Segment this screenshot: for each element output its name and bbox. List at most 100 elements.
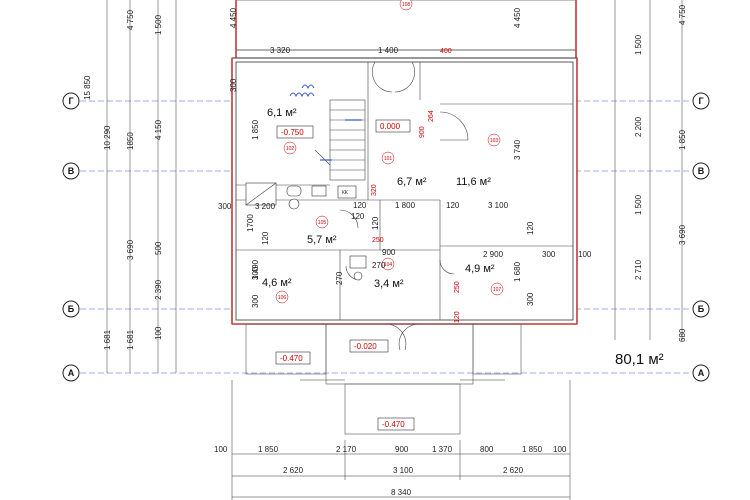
dim-left-2: 4 750 [126,9,135,30]
axis-label-right-g: Г [698,96,703,106]
room-103-id: 103 [490,138,499,144]
axis-label-right-b: Б [698,304,705,314]
dim-right-7: 3 690 [678,224,687,245]
room-106-id: 106 [278,295,287,301]
room-104-area: 3,4 м² [374,278,404,290]
room-102-level: -0.750 [281,128,304,137]
dim-right-1: 4 450 [513,7,522,28]
dim-bottom-r1-0: 100 [214,445,228,454]
dim-inner-15: 270 [335,271,344,285]
axis-label-left-v: В [68,166,75,176]
dim-inner-red-1: 900 [419,126,426,138]
dim-left-1: 10 290 [103,125,112,150]
dim-left-14: 1 681 [103,329,112,350]
room-103-area: 11,6 м² [456,176,491,188]
axis-label-right-v: В [698,166,705,176]
dim-inner-2: 400 [440,48,452,55]
dim-inner-14: 270 [372,261,386,270]
dim-inner-10: 900 [382,248,396,257]
room-102-area: 6,1 м² [267,107,297,119]
dim-inner-red-2: 320 [371,184,378,196]
dim-inner-6: 3 100 [488,201,509,210]
dim-bottom-r1-3: 900 [395,445,409,454]
dim-left-10: 3 690 [126,239,135,260]
dim-inner-20: 300 [218,202,232,211]
level-box-101 [375,119,411,133]
dim-bottom-r1-5: 800 [480,445,494,454]
dim-right-5: 1 850 [678,129,687,150]
dim-inner-red-3: 250 [372,237,384,244]
room-105-id: 105 [318,220,327,226]
axis-marker-a: А А [62,364,710,382]
room-108-id: 108 [402,2,411,8]
dim-left-7: 4 150 [154,119,163,140]
dim-right-10: 680 [678,328,687,342]
dim-left-3: 1 500 [154,14,163,35]
room-101-id: 101 [384,156,393,162]
dim-inner-red-4: 250 [454,281,461,293]
dim-inner-1: 1 400 [378,46,399,55]
dim-bottom-r2-1: 3 100 [393,466,414,475]
room-101-level: 0.000 [380,122,401,131]
axis-marker-g: Г Г [62,92,710,110]
dim-left-4: 4 450 [229,7,238,28]
dim-right-0: 4 750 [678,4,687,25]
porch-center-level: -0.020 [354,342,377,351]
total-area: 80,1 м² [615,351,664,368]
axis-label-left-a: А [68,368,75,378]
dim-inner-5: 120 [446,201,460,210]
steps-level: -0.470 [382,420,405,429]
dim-left-13: 300 [251,294,260,308]
dim-left-15: 1 681 [126,329,135,350]
porch [245,323,522,435]
radiators [289,84,362,161]
room-101-area: 6,7 м² [397,176,427,188]
dim-inner-red-0: 264 [428,110,435,122]
dim-left-16: 100 [154,326,163,340]
upper-section [235,0,577,60]
dim-inner-7: 120 [351,212,365,221]
dim-bottom-r1-6: 1 850 [522,445,543,454]
dim-bottom-r1-1: 1 850 [258,445,279,454]
dim-left-6: 1850 [126,132,135,150]
dim-inner-13: 100 [578,250,592,259]
dim-left-5: 300 [229,78,238,92]
room-102-id: 102 [286,146,295,152]
dim-inner-21: 120 [371,216,380,230]
dim-left-8: 1 850 [251,119,260,140]
dim-left-0: 15 850 [83,75,92,100]
dim-bottom-r1-7: 100 [553,445,567,454]
right-dimension-lines [614,0,683,340]
dim-inner-16: 1 680 [513,261,522,282]
dim-inner-3: 3 200 [255,202,276,211]
door-103 [439,111,469,141]
dim-bottom-r2-0: 2 620 [283,466,304,475]
dim-right-6: 1 500 [634,194,643,215]
dim-bottom-r2-2: 2 620 [503,466,524,475]
dim-inner-4: 1 800 [395,201,416,210]
bathroom-fixtures: КК [245,182,367,281]
dim-bottom-r3: 8 340 [391,488,412,497]
dim-inner-11: 2 900 [483,250,504,259]
dim-inner-0: 3 320 [270,46,291,55]
dim-left-11: 2 390 [154,279,163,300]
dim-right-2: 1 500 [634,34,643,55]
room-107-area: 4,9 м² [465,263,495,275]
room-106-area: 4,6 м² [262,277,292,289]
porch-left-level: -0.470 [280,354,303,363]
level-box-102 [276,125,314,139]
room-104-id: 104 [384,262,393,268]
dim-right-4: 3 740 [513,139,522,160]
entrance-door [384,323,421,351]
dim-bottom-r1-4: 1 370 [432,445,453,454]
boiler-label: КК [342,190,348,196]
dim-inner-19: 120 [526,221,535,235]
left-dimension-lines [106,0,177,373]
dim-left-12: 1 490 [251,259,260,280]
room-107-id: 107 [493,287,502,293]
dim-inner-8: 1700 [246,214,255,232]
dim-inner-12: 300 [542,250,556,259]
axis-marker-b: Б Б [62,300,710,318]
dim-inner-17: 300 [251,266,260,280]
dim-right-9: 300 [526,292,535,306]
